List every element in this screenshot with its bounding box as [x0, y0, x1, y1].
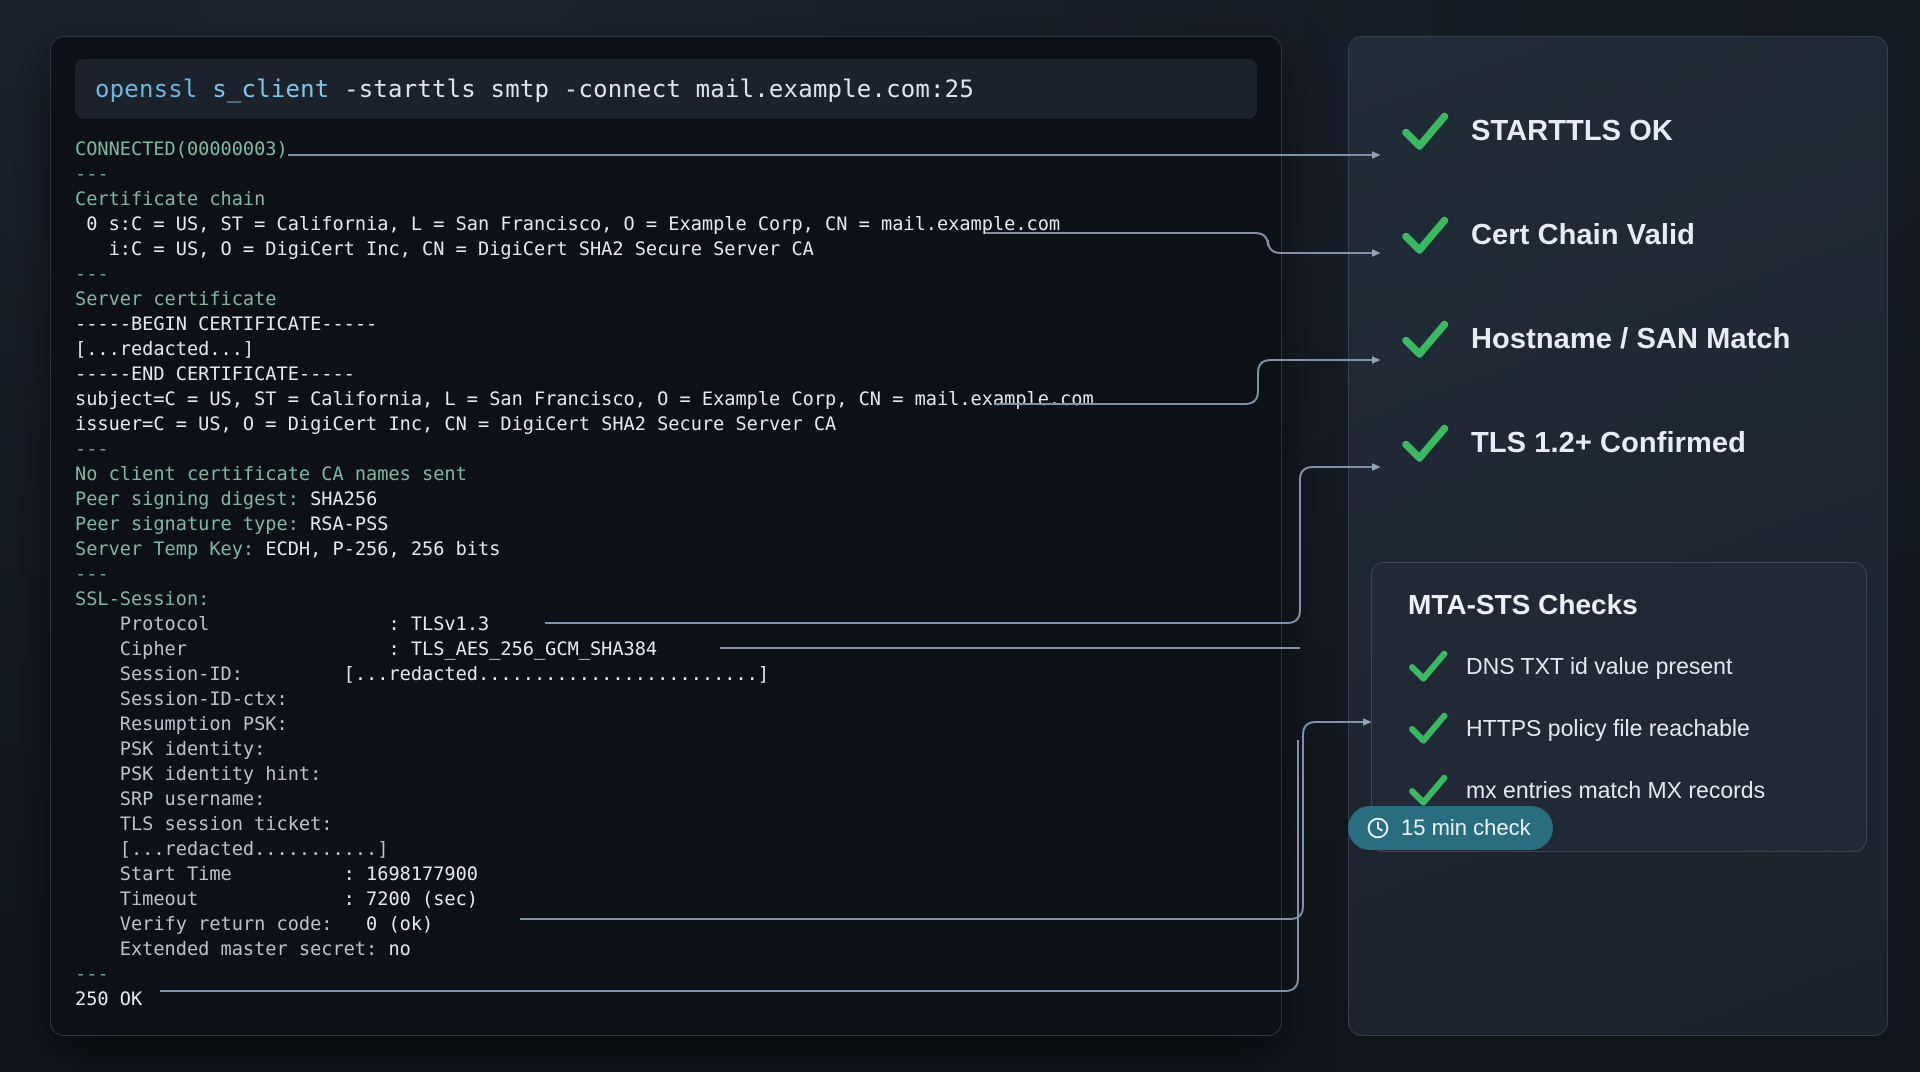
mta-sts-row[interactable]: mx entries match MX records: [1372, 759, 1866, 821]
status-check-label: STARTTLS OK: [1471, 114, 1673, 147]
terminal-line: CONNECTED(00000003): [75, 139, 288, 160]
terminal-line-label: Timeout: [75, 889, 344, 910]
terminal-line: Start Time : 1698177900: [75, 862, 1257, 887]
terminal-line: Session-ID: [...redacted................…: [75, 662, 1257, 687]
terminal-line-value: RSA-PSS: [310, 514, 389, 535]
mta-sts-row[interactable]: DNS TXT id value present: [1372, 635, 1866, 697]
terminal-line-value: no: [388, 939, 411, 960]
terminal-line-value: : 7200 (sec): [343, 889, 479, 910]
terminal-output: CONNECTED(00000003)---Certificate chain …: [75, 137, 1257, 1012]
terminal-line: ---: [75, 964, 109, 985]
terminal-window: openssl s_client -starttls smtp -connect…: [50, 36, 1282, 1036]
command-bar[interactable]: openssl s_client -starttls smtp -connect…: [75, 59, 1257, 119]
terminal-line: No client certificate CA names sent: [75, 464, 467, 485]
command-program: openssl: [95, 75, 198, 103]
terminal-line: [...redacted...........]: [75, 839, 389, 860]
terminal-line-value: 0 (ok): [343, 914, 434, 935]
mta-sts-title: MTA-STS Checks: [1408, 589, 1638, 620]
status-check-row[interactable]: TLS 1.2+ Confirmed: [1349, 391, 1887, 495]
status-check-row[interactable]: STARTTLS OK: [1349, 79, 1887, 183]
status-check-label: Hostname / SAN Match: [1471, 322, 1791, 355]
terminal-line-label: Server Temp Key:: [75, 539, 266, 560]
terminal-line: 250 OK: [75, 989, 143, 1010]
terminal-line: Verify return code: 0 (ok): [75, 912, 1257, 937]
terminal-line: TLS session ticket:: [75, 814, 333, 835]
terminal-line-label: Extended master secret:: [75, 939, 389, 960]
check-icon: [1401, 419, 1449, 467]
terminal-line: Peer signing digest: SHA256: [75, 487, 1257, 512]
terminal-line-value: [...redacted.........................]: [343, 664, 770, 685]
terminal-line: Extended master secret: no: [75, 937, 1257, 962]
status-check-row[interactable]: Hostname / SAN Match: [1349, 287, 1887, 391]
terminal-line: SRP username:: [75, 789, 266, 810]
terminal-line: Server Temp Key: ECDH, P-256, 256 bits: [75, 537, 1257, 562]
terminal-line: Cipher : TLS_AES_256_GCM_SHA384: [75, 637, 1257, 662]
terminal-line-value: ECDH, P-256, 256 bits: [265, 539, 501, 560]
terminal-line-value: SHA256: [310, 489, 378, 510]
check-icon: [1408, 770, 1448, 810]
terminal-line-label: Cipher: [75, 639, 389, 660]
terminal-line-label: Peer signing digest:: [75, 489, 311, 510]
terminal-line-value: : TLS_AES_256_GCM_SHA384: [388, 639, 658, 660]
mta-sts-row[interactable]: HTTPS policy file reachable: [1372, 697, 1866, 759]
terminal-line: Resumption PSK:: [75, 714, 288, 735]
terminal-line: Session-ID-ctx:: [75, 689, 288, 710]
check-icon: [1401, 211, 1449, 259]
status-check-label: Cert Chain Valid: [1471, 218, 1695, 251]
check-icon: [1408, 646, 1448, 686]
terminal-line: -----END CERTIFICATE-----: [75, 364, 355, 385]
command-subcommand: s_client: [212, 75, 330, 103]
terminal-line: issuer=C = US, O = DigiCert Inc, CN = Di…: [75, 414, 837, 435]
terminal-line: ---: [75, 439, 109, 460]
command-args: -starttls smtp -connect mail.example.com…: [344, 75, 974, 103]
terminal-line: 0 s:C = US, ST = California, L = San Fra…: [75, 214, 1061, 235]
terminal-line-value: : TLSv1.3: [388, 614, 490, 635]
terminal-line-label: Verify return code:: [75, 914, 344, 935]
interval-badge[interactable]: 15 min check: [1348, 806, 1553, 850]
terminal-line: Timeout : 7200 (sec): [75, 887, 1257, 912]
terminal-line: Server certificate: [75, 289, 277, 310]
terminal-line-label: Start Time: [75, 864, 344, 885]
terminal-line: Certificate chain: [75, 189, 266, 210]
check-icon: [1408, 708, 1448, 748]
terminal-line: SSL-Session:: [75, 589, 210, 610]
check-icon: [1401, 107, 1449, 155]
status-check-label: TLS 1.2+ Confirmed: [1471, 426, 1746, 459]
terminal-line-label: Session-ID:: [75, 664, 344, 685]
terminal-line: PSK identity hint:: [75, 764, 322, 785]
terminal-line-value: : 1698177900: [343, 864, 479, 885]
terminal-line: i:C = US, O = DigiCert Inc, CN = DigiCer…: [75, 239, 814, 260]
mta-sts-label: DNS TXT id value present: [1466, 652, 1733, 679]
terminal-line: ---: [75, 164, 109, 185]
terminal-line: [...redacted...]: [75, 339, 255, 360]
terminal-line: Peer signature type: RSA-PSS: [75, 512, 1257, 537]
terminal-line: subject=C = US, ST = California, L = San…: [75, 389, 1094, 410]
interval-badge-label: 15 min check: [1401, 815, 1531, 840]
mta-sts-label: HTTPS policy file reachable: [1466, 714, 1750, 741]
check-icon: [1401, 315, 1449, 363]
terminal-line: ---: [75, 564, 109, 585]
terminal-line: PSK identity:: [75, 739, 266, 760]
terminal-line-label: Protocol: [75, 614, 389, 635]
terminal-line: -----BEGIN CERTIFICATE-----: [75, 314, 378, 335]
mta-sts-label: mx entries match MX records: [1466, 776, 1766, 803]
terminal-line: ---: [75, 264, 109, 285]
terminal-line-label: Peer signature type:: [75, 514, 311, 535]
status-check-row[interactable]: Cert Chain Valid: [1349, 183, 1887, 287]
terminal-line: Protocol : TLSv1.3: [75, 612, 1257, 637]
clock-icon: [1366, 816, 1390, 840]
